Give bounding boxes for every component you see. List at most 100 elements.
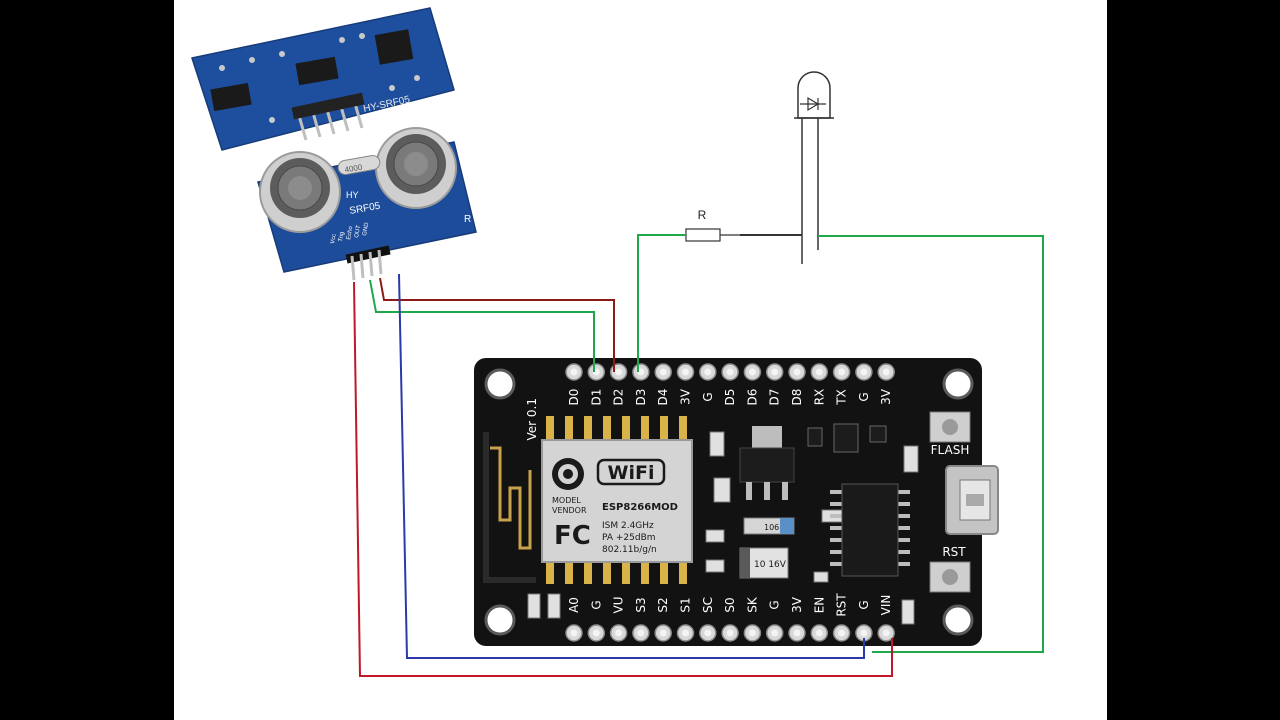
bottom-pin-label-3: S3 <box>634 597 648 612</box>
top-pin-label-11: RX <box>812 389 826 406</box>
esp8266-module: WiFi MODEL VENDOR ESP8266MOD FC ISM 2.4G… <box>541 439 693 563</box>
top-pin-hole-2 <box>615 368 623 376</box>
resistor-label: R <box>698 208 707 222</box>
bottom-pin-hole-7 <box>726 629 734 637</box>
cap2-label: 10 16V <box>754 560 787 570</box>
top-pin-hole-3 <box>637 368 645 376</box>
top-pin-label-10: D8 <box>790 389 804 406</box>
top-pin-hole-7 <box>726 368 734 376</box>
top-pin-label-12: TX <box>835 389 849 406</box>
transducer-transmitter <box>259 151 341 233</box>
model-caption: MODEL <box>552 496 581 505</box>
top-pin-hole-5 <box>682 368 689 376</box>
wire-trig-d1 <box>369 279 595 372</box>
bottom-pin-hole-5 <box>682 629 689 637</box>
bottom-pin-hole-1 <box>592 629 600 637</box>
sensor-pin-echo: Echo <box>346 225 354 240</box>
antenna-trace <box>490 446 532 550</box>
rst-button: RST <box>929 545 971 593</box>
module-spec-1: ISM 2.4GHz <box>602 521 654 531</box>
top-pin-hole-10 <box>793 368 801 376</box>
top-pin-hole-6 <box>704 368 712 376</box>
led <box>794 71 834 264</box>
sensor-brand: HY <box>346 190 359 200</box>
usb-serial-chip <box>830 483 910 577</box>
board-version: Ver 0.1 <box>525 398 539 441</box>
sensor-side-r: R <box>464 214 471 225</box>
bottom-pin-label-0: A0 <box>567 597 581 613</box>
rst-label: RST <box>942 545 966 559</box>
top-pin-hole-0 <box>570 368 578 376</box>
bottom-pin-label-11: EN <box>812 597 826 614</box>
ultrasonic-sensor: 4000 HY SRF05 T R Vcc Trig Echo OUT GND <box>257 127 477 281</box>
wire-led-gnd <box>818 235 1044 653</box>
top-pin-hole-11 <box>815 368 823 376</box>
top-pin-hole-12 <box>838 368 846 376</box>
sensor-pin-vcc: Vcc <box>330 233 338 244</box>
tantalum-cap: 106 10 16V <box>739 517 795 579</box>
module-pins <box>546 416 687 584</box>
smd-components <box>527 431 919 625</box>
bottom-pin-hole-4 <box>659 629 667 637</box>
crystal-label: 4000 <box>344 162 364 174</box>
voltage-regulator <box>739 426 795 500</box>
flash-button: FLASH <box>929 411 971 457</box>
sensor-pin-trig: Trig <box>338 231 346 242</box>
bottom-pin-label-1: G <box>589 600 603 609</box>
vendor-caption: VENDOR <box>552 506 587 515</box>
top-pin-label-14: 3V <box>879 388 893 405</box>
bottom-pin-label-8: SK <box>745 596 759 613</box>
top-pin-label-5: 3V <box>679 388 693 405</box>
sensor-side-t: T <box>268 248 274 259</box>
module-spec-3: 802.11b/g/n <box>602 545 657 555</box>
wire-resistor-d3 <box>637 234 686 372</box>
wires <box>353 234 1044 677</box>
bottom-pin-label-12: RST <box>835 593 849 617</box>
transistors <box>807 423 887 453</box>
wire-gnd-g <box>398 273 865 659</box>
bottom-pin-label-9: G <box>768 600 782 609</box>
sensor-pin-out: OUT <box>354 225 362 239</box>
bottom-pin-label-5: S1 <box>679 597 693 612</box>
bottom-pin-hole-13 <box>860 629 868 637</box>
wire-vcc-vin <box>353 281 893 677</box>
wire-echo-d2 <box>379 277 615 372</box>
bottom-pin-label-7: S0 <box>723 597 737 612</box>
top-pin-label-0: D0 <box>567 389 581 406</box>
bottom-pin-hole-6 <box>704 629 712 637</box>
bottom-pin-label-14: VIN <box>879 595 893 616</box>
bottom-pin-hole-12 <box>838 629 846 637</box>
bottom-pin-hole-9 <box>771 629 779 637</box>
bottom-pin-label-2: VU <box>612 597 626 614</box>
sensor-back-view: HY-SRF05 <box>191 7 455 151</box>
crystal <box>337 155 381 175</box>
top-pin-label-8: D6 <box>745 389 759 406</box>
bottom-pin-hole-0 <box>570 629 578 637</box>
resistor: R <box>685 208 740 242</box>
bottom-pin-hole-8 <box>748 629 756 637</box>
bottom-pin-label-4: S2 <box>656 597 670 612</box>
sensor-pin-gnd: GND <box>362 222 370 237</box>
top-pin-label-9: D7 <box>768 389 782 406</box>
top-pin-label-2: D2 <box>612 389 626 406</box>
bottom-pin-label-13: G <box>857 600 871 609</box>
bottom-pin-label-10: 3V <box>790 596 804 613</box>
top-pin-hole-4 <box>659 368 667 376</box>
nodemcu-board: D0 D1 D2 D3 D4 3V G D5 D6 D7 D8 RX TX G 3V A0 G VU S3 S2 S1… <box>474 358 999 646</box>
module-model: ESP8266MOD <box>602 502 678 513</box>
bottom-pin-hole-2 <box>615 629 623 637</box>
mounting-holes <box>484 368 974 636</box>
top-pin-label-13: G <box>857 392 871 401</box>
top-pin-label-1: D1 <box>589 389 603 406</box>
top-pin-label-7: D5 <box>723 389 737 406</box>
module-spec-2: PA +25dBm <box>602 533 656 543</box>
bottom-pin-hole-10 <box>793 629 801 637</box>
top-pin-label-4: D4 <box>656 389 670 406</box>
diagram-canvas: HY-SRF05 <box>174 0 1107 720</box>
sensor-model: SRF05 <box>349 201 382 217</box>
top-pin-label-6: G <box>701 392 715 401</box>
top-pin-hole-14 <box>882 368 890 376</box>
top-pin-label-3: D3 <box>634 389 648 406</box>
top-pin-hole-9 <box>771 368 779 376</box>
